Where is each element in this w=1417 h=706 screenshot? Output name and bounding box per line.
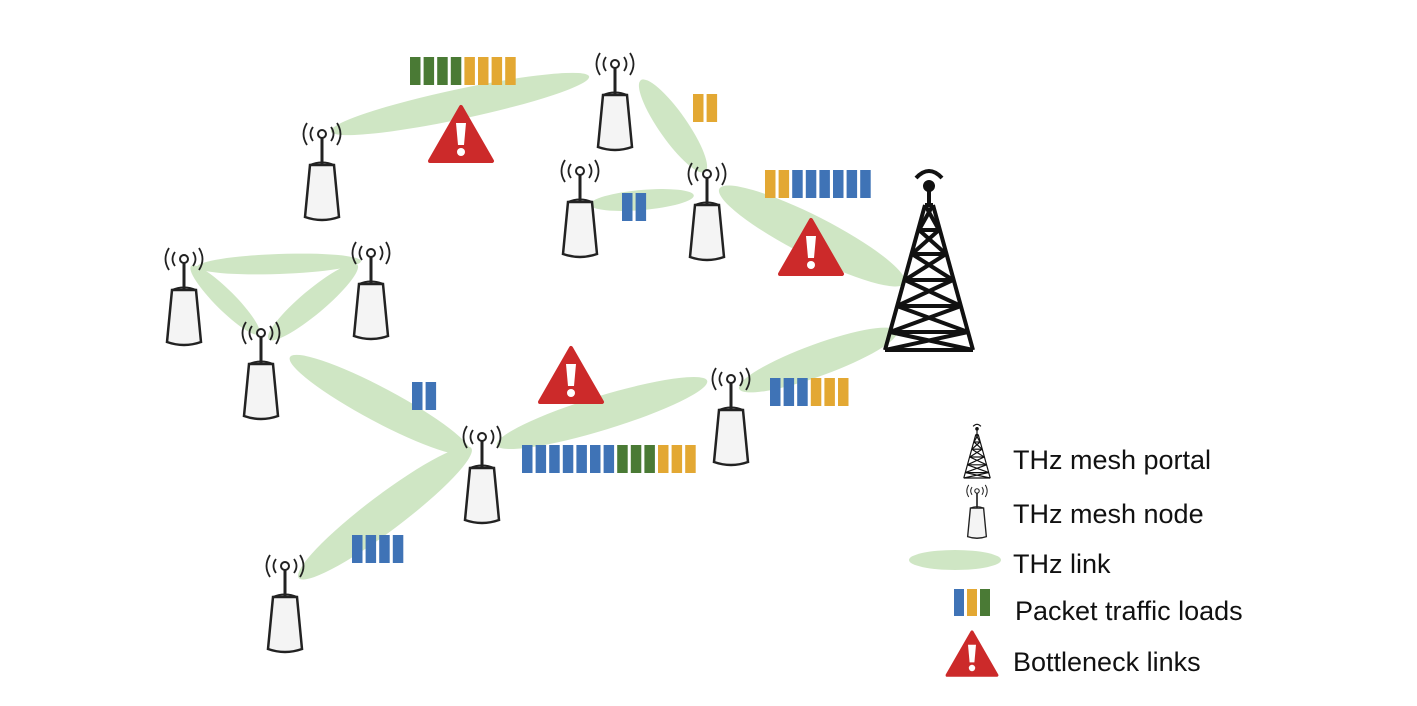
link-left-bottom-to-center bbox=[289, 354, 471, 456]
link-triangle-left bbox=[190, 265, 260, 335]
packet-orange bbox=[693, 94, 704, 122]
legend-bottleneck-label: Bottleneck links bbox=[1013, 647, 1201, 677]
packet-orange bbox=[838, 378, 849, 406]
packet-orange bbox=[765, 170, 776, 198]
link-top-center-to-middle-right bbox=[638, 79, 708, 173]
legend-link-label: THz link bbox=[1013, 549, 1111, 579]
packet-queue-center-to-right bbox=[522, 445, 696, 473]
mesh-node-top-left bbox=[302, 121, 342, 222]
mesh-node-center bbox=[462, 424, 502, 525]
packet-green bbox=[410, 57, 421, 85]
packet-blue bbox=[522, 445, 533, 473]
packet-blue bbox=[846, 170, 858, 198]
mesh-node-middle-left bbox=[560, 158, 600, 259]
packet-bars-icon bbox=[954, 589, 990, 616]
link-ellipse-icon bbox=[909, 550, 1001, 570]
packet-blue bbox=[783, 378, 795, 406]
tower-icon bbox=[963, 423, 991, 479]
legend-node-label: THz mesh node bbox=[1013, 499, 1204, 529]
packet-blue bbox=[425, 382, 437, 410]
packet-orange bbox=[658, 445, 669, 473]
packet-queue-top-left-to-top-center bbox=[410, 57, 516, 85]
packet-blue bbox=[392, 535, 404, 563]
packet-green bbox=[423, 57, 435, 85]
packet-blue bbox=[576, 445, 587, 473]
packet-orange bbox=[778, 170, 790, 198]
bottleneck-warning-center bbox=[538, 346, 604, 404]
mesh-portal-tower bbox=[883, 169, 975, 352]
packet-blue bbox=[635, 193, 647, 221]
packet-queue-middle-right-to-portal bbox=[765, 170, 871, 198]
packet-queue-left-bottom-to-center bbox=[412, 382, 437, 410]
packet-orange bbox=[706, 94, 718, 122]
mesh-node-triangle-left bbox=[164, 246, 204, 347]
legend: THz mesh portal THz mesh node THz link P… bbox=[909, 423, 1243, 677]
packet-green bbox=[644, 445, 655, 473]
packet-queue-right-to-portal bbox=[770, 378, 849, 406]
packet-green bbox=[617, 445, 628, 473]
packet-orange bbox=[478, 57, 489, 85]
packet-orange bbox=[505, 57, 516, 85]
packet-orange bbox=[491, 57, 503, 85]
packet-queue-top-center-to-middle-right bbox=[693, 94, 718, 122]
warning-triangle-icon bbox=[945, 630, 999, 677]
link-top-left-to-top-center bbox=[330, 72, 590, 136]
packet-blue bbox=[603, 445, 615, 473]
mesh-node-triangle-right bbox=[351, 240, 391, 341]
packet-queue-bottom-left-to-center bbox=[352, 535, 404, 563]
packet-blue bbox=[352, 535, 363, 563]
packet-blue bbox=[549, 445, 560, 473]
packet-orange bbox=[685, 445, 696, 473]
packet-orange bbox=[824, 378, 835, 406]
packet-green bbox=[450, 57, 462, 85]
thz-links bbox=[190, 72, 906, 580]
packet-blue bbox=[365, 535, 377, 563]
legend-traffic-label: Packet traffic loads bbox=[1015, 596, 1243, 626]
link-right-to-portal bbox=[738, 327, 898, 393]
packet-orange bbox=[810, 378, 822, 406]
link-bottom-left-to-center bbox=[298, 446, 472, 580]
mesh-node-top-center bbox=[595, 51, 635, 152]
packet-blue bbox=[792, 170, 803, 198]
packet-orange bbox=[671, 445, 683, 473]
link-triangle-right bbox=[267, 263, 359, 341]
legend-portal-label: THz mesh portal bbox=[1013, 445, 1211, 475]
packet-blue bbox=[770, 378, 781, 406]
packet-green bbox=[437, 57, 448, 85]
mesh-node-bottom-left bbox=[265, 553, 305, 654]
packet-queue-middle-left-to-middle-right bbox=[622, 193, 647, 221]
packet-green bbox=[630, 445, 642, 473]
packet-queues bbox=[352, 57, 871, 563]
packet-blue bbox=[819, 170, 830, 198]
packet-blue bbox=[797, 378, 808, 406]
packet-blue bbox=[833, 170, 844, 198]
link-triangle-top bbox=[197, 253, 361, 275]
mesh-node-middle-right bbox=[687, 161, 727, 262]
packet-orange bbox=[464, 57, 475, 85]
link-center-to-right bbox=[496, 376, 708, 450]
packet-blue bbox=[860, 170, 871, 198]
antenna-node-icon bbox=[966, 484, 988, 540]
packet-blue bbox=[379, 535, 390, 563]
packet-blue bbox=[590, 445, 601, 473]
packet-blue bbox=[622, 193, 633, 221]
packet-blue bbox=[412, 382, 423, 410]
packet-blue bbox=[805, 170, 817, 198]
packet-blue bbox=[535, 445, 547, 473]
packet-blue bbox=[562, 445, 574, 473]
bottleneck-warnings bbox=[428, 105, 844, 404]
